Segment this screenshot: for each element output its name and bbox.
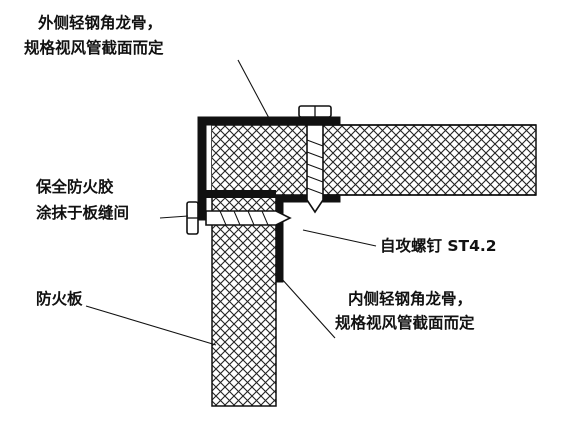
vertical-fireproof-board: [211, 195, 277, 407]
horizontal-fireproof-board: [211, 124, 537, 196]
leader-lines: [85, 59, 377, 346]
inner-keel-label-line1: 内侧轻钢角龙骨，: [348, 290, 473, 308]
sealant-label-line1: 保全防火胶: [36, 178, 114, 196]
vertical-self-tapping-screw: [298, 105, 332, 214]
outer-keel-label-line1: 外侧轻钢角龙骨，: [38, 14, 163, 32]
fire-sealant-seam: [206, 190, 276, 198]
outer-keel-leader: [237, 59, 271, 121]
inner-steel-angle-keel: [276, 195, 341, 283]
sealant-label-line2: 涂抹于板缝间: [36, 204, 130, 222]
horizontal-self-tapping-screw: [186, 201, 292, 235]
board-label: 防火板: [36, 290, 83, 308]
sealant-leader: [159, 215, 189, 219]
inner-keel-label-line2: 规格视风管截面而定: [335, 314, 475, 332]
inner-keel-leader: [280, 277, 336, 339]
board-leader: [85, 305, 217, 346]
outer-keel-label-line2: 规格视风管截面而定: [24, 39, 164, 57]
screw-label: 自攻螺钉 ST4.2: [380, 237, 497, 255]
screw-leader: [302, 229, 377, 247]
